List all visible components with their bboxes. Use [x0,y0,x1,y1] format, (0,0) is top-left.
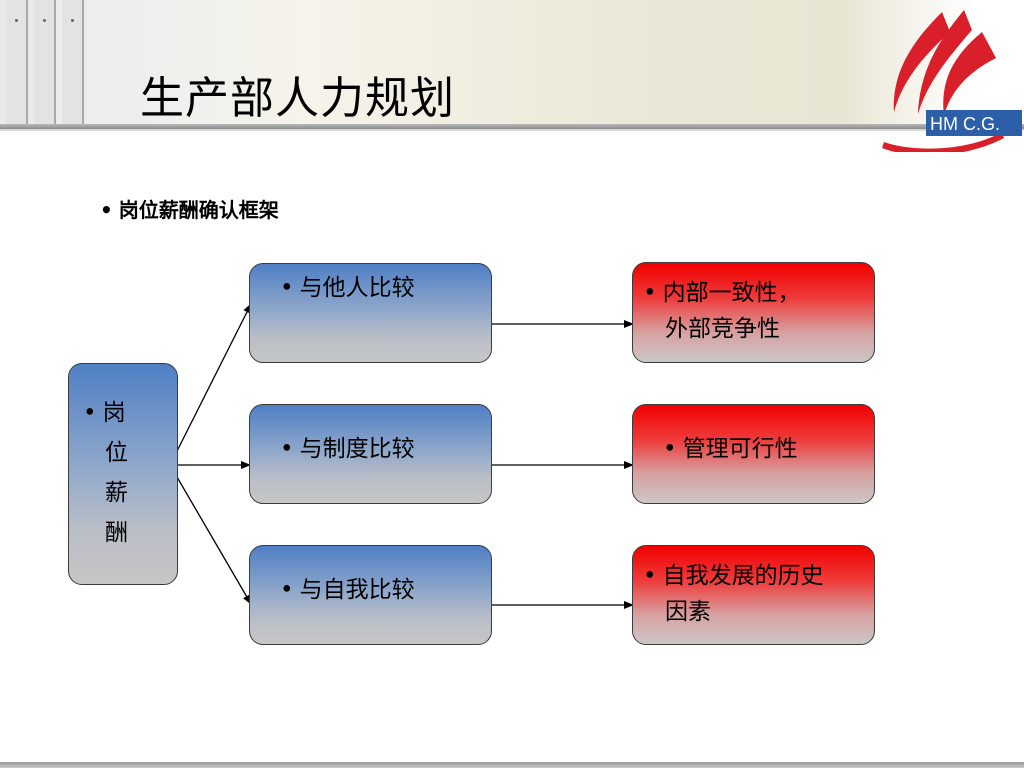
decor-strip [62,0,84,124]
arrow-to-comparison-3 [169,464,252,605]
source-char: 薪 [105,480,128,506]
header-rule [0,124,1024,129]
bullet-dot: • [83,400,97,426]
decor-strip [6,0,28,124]
result-line: 因素 [665,599,711,625]
bullet-dot: • [663,436,677,462]
source-char: 岗 [102,400,126,426]
comparison-label: 与他人比较 [299,275,415,301]
source-char: 位 [105,440,128,466]
page-title: 生产部人力规划 [140,73,455,124]
result-line: 内部一致性， [662,280,801,306]
footer-rule [0,762,1024,768]
comparison-box-others: •与他人比较 [249,263,492,363]
result-box-consistency: •内部一致性， 外部竞争性 [632,262,875,363]
result-line: 管理可行性 [682,436,798,462]
header-rule-shadow [0,129,1024,131]
comparison-box-self: •与自我比较 [249,545,492,645]
logo-text-plate [926,110,1022,136]
header-decor-strips [0,0,95,124]
result-line: 外部竞争性 [665,316,780,342]
company-logo: HM C.G. [882,10,1022,152]
comparison-label: 与自我比较 [299,577,415,603]
decor-strip [34,0,56,124]
result-box-feasibility: •管理可行性 [632,404,875,504]
bullet-dot: • [280,577,294,603]
comparison-box-system: •与制度比较 [249,404,492,504]
bullet-heading-text: 岗位薪酬确认框架 [118,198,279,222]
source-char: 酬 [105,520,128,546]
flame-mark-icon [882,10,1004,152]
result-box-history: •自我发展的历史因素 [632,545,875,645]
svg-text:HM C.G.: HM C.G. [930,114,1000,134]
result-line: 自我发展的历史 [662,563,824,589]
bullet-heading: •岗位薪酬确认框架 [100,194,279,223]
bullet-dot: • [280,275,294,301]
bullet-dot: • [280,436,294,462]
bullet-dot: • [643,563,657,589]
header-band [0,0,1024,128]
arrow-to-comparison-1 [169,303,252,466]
source-box-text: •岗 位 薪 酬 [83,393,143,553]
source-box-salary: •岗 位 薪 酬 [68,363,178,585]
bullet-dot: • [100,198,113,222]
bullet-dot: • [643,280,657,306]
comparison-label: 与制度比较 [299,436,415,462]
